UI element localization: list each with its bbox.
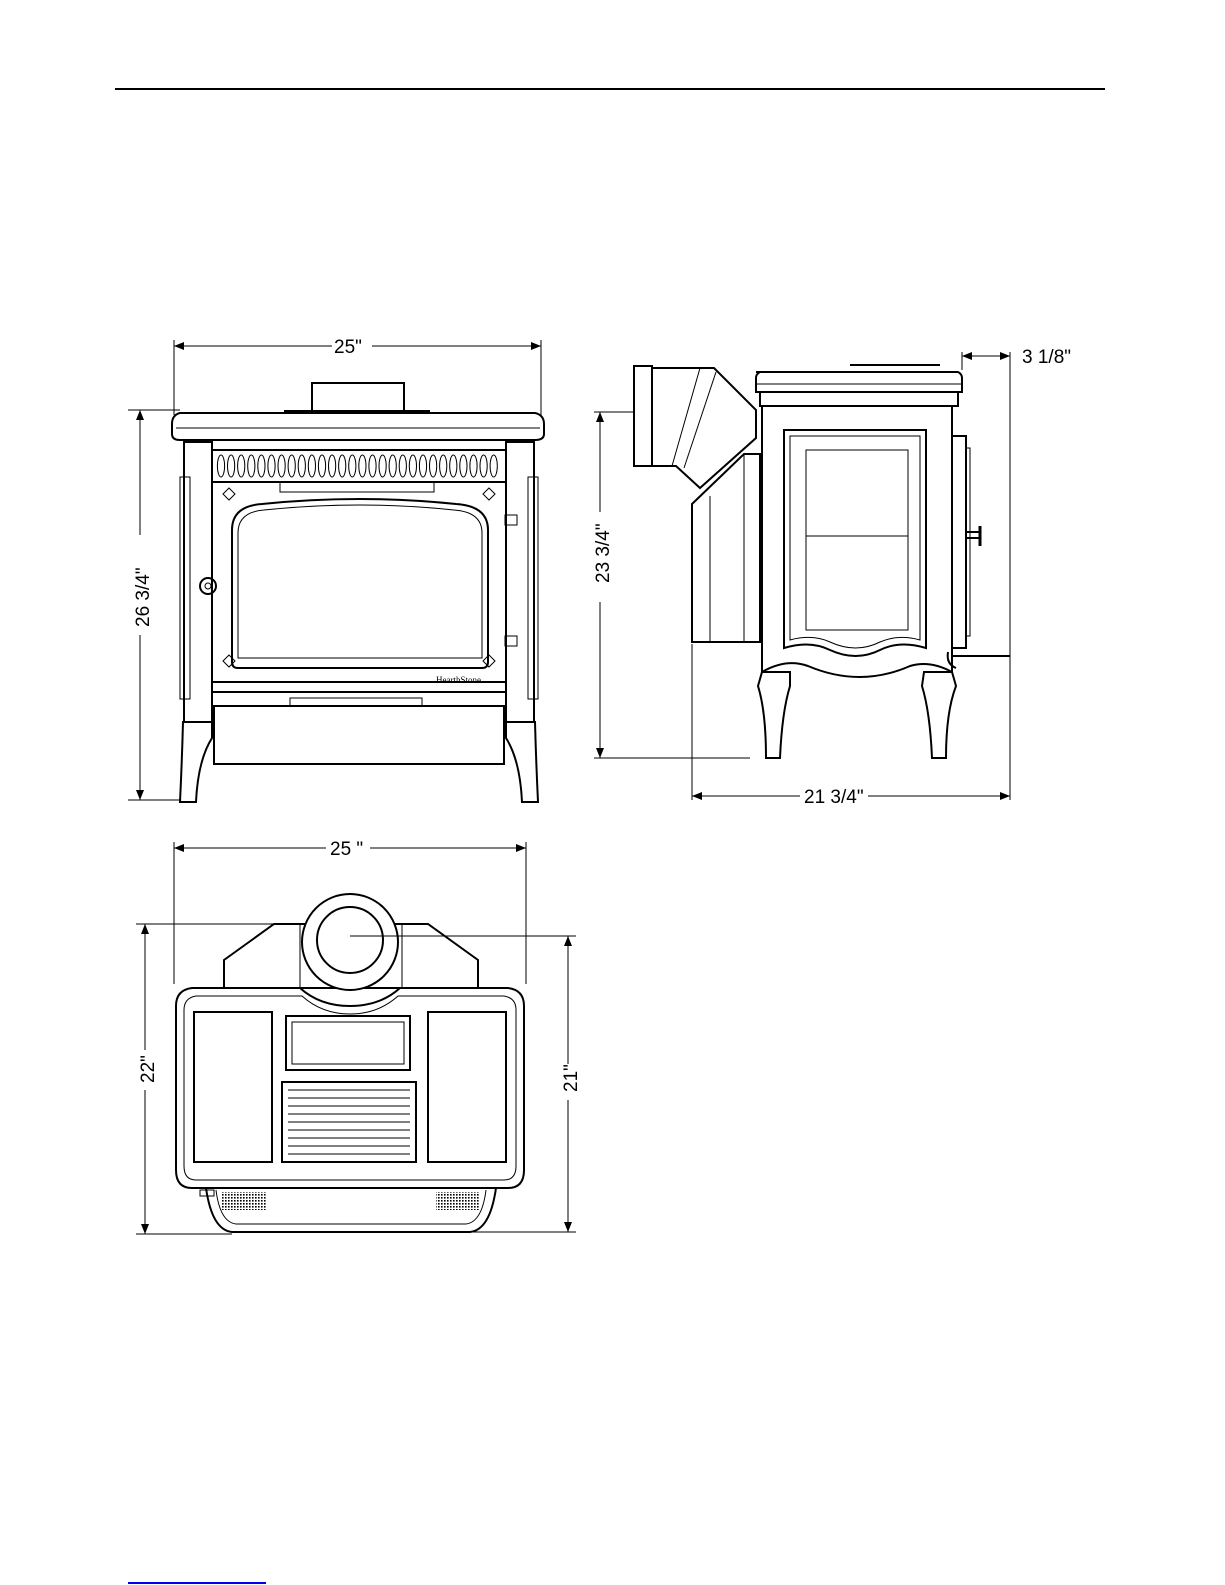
grille-oval: [440, 455, 447, 477]
grille-oval: [389, 455, 396, 477]
grille-oval: [298, 455, 305, 477]
grille-oval: [308, 455, 315, 477]
top-flue-depth-label: 21": [561, 1064, 582, 1092]
grille-oval: [450, 455, 457, 477]
grille-oval: [349, 455, 356, 477]
top-depth-label: 22": [138, 1055, 159, 1083]
grille-oval: [379, 455, 386, 477]
grille-oval: [480, 455, 487, 477]
top-view: [176, 894, 524, 1232]
front-view: HearthStone: [172, 383, 544, 802]
top-grille-lines: [288, 1090, 410, 1154]
grille-oval: [217, 455, 224, 477]
flue-offset-label: 3 1/8": [1022, 347, 1071, 368]
grille-oval: [228, 455, 235, 477]
grille-oval: [268, 455, 275, 477]
grille-oval: [460, 455, 467, 477]
grille-oval: [278, 455, 285, 477]
side-depth-label: 21 3/4": [804, 787, 864, 808]
top-width-label: 25 ": [330, 839, 363, 860]
grille-ovals: [217, 455, 497, 477]
brand-logo: HearthStone: [436, 675, 481, 685]
grille-oval: [329, 455, 336, 477]
front-width-label: 25": [334, 337, 362, 358]
grille-oval: [318, 455, 325, 477]
grille-oval: [369, 455, 376, 477]
side-height-label: 23 3/4": [593, 523, 614, 583]
door-handle-icon: [200, 578, 216, 594]
grille-oval: [258, 455, 265, 477]
grille-oval: [419, 455, 426, 477]
grille-oval: [359, 455, 366, 477]
grille-oval: [399, 455, 406, 477]
grille-oval: [339, 455, 346, 477]
grille-oval: [409, 455, 416, 477]
side-view: [634, 365, 1010, 758]
grille-oval: [490, 455, 497, 477]
grille-oval: [288, 455, 295, 477]
side-dimensions: 3 1/8" 23 3/4" 21 3/4": [588, 347, 1071, 808]
grille-oval: [470, 455, 477, 477]
front-height-label: 26 3/4": [133, 567, 154, 627]
grille-oval: [248, 455, 255, 477]
grille-oval: [430, 455, 437, 477]
grille-oval: [238, 455, 245, 477]
